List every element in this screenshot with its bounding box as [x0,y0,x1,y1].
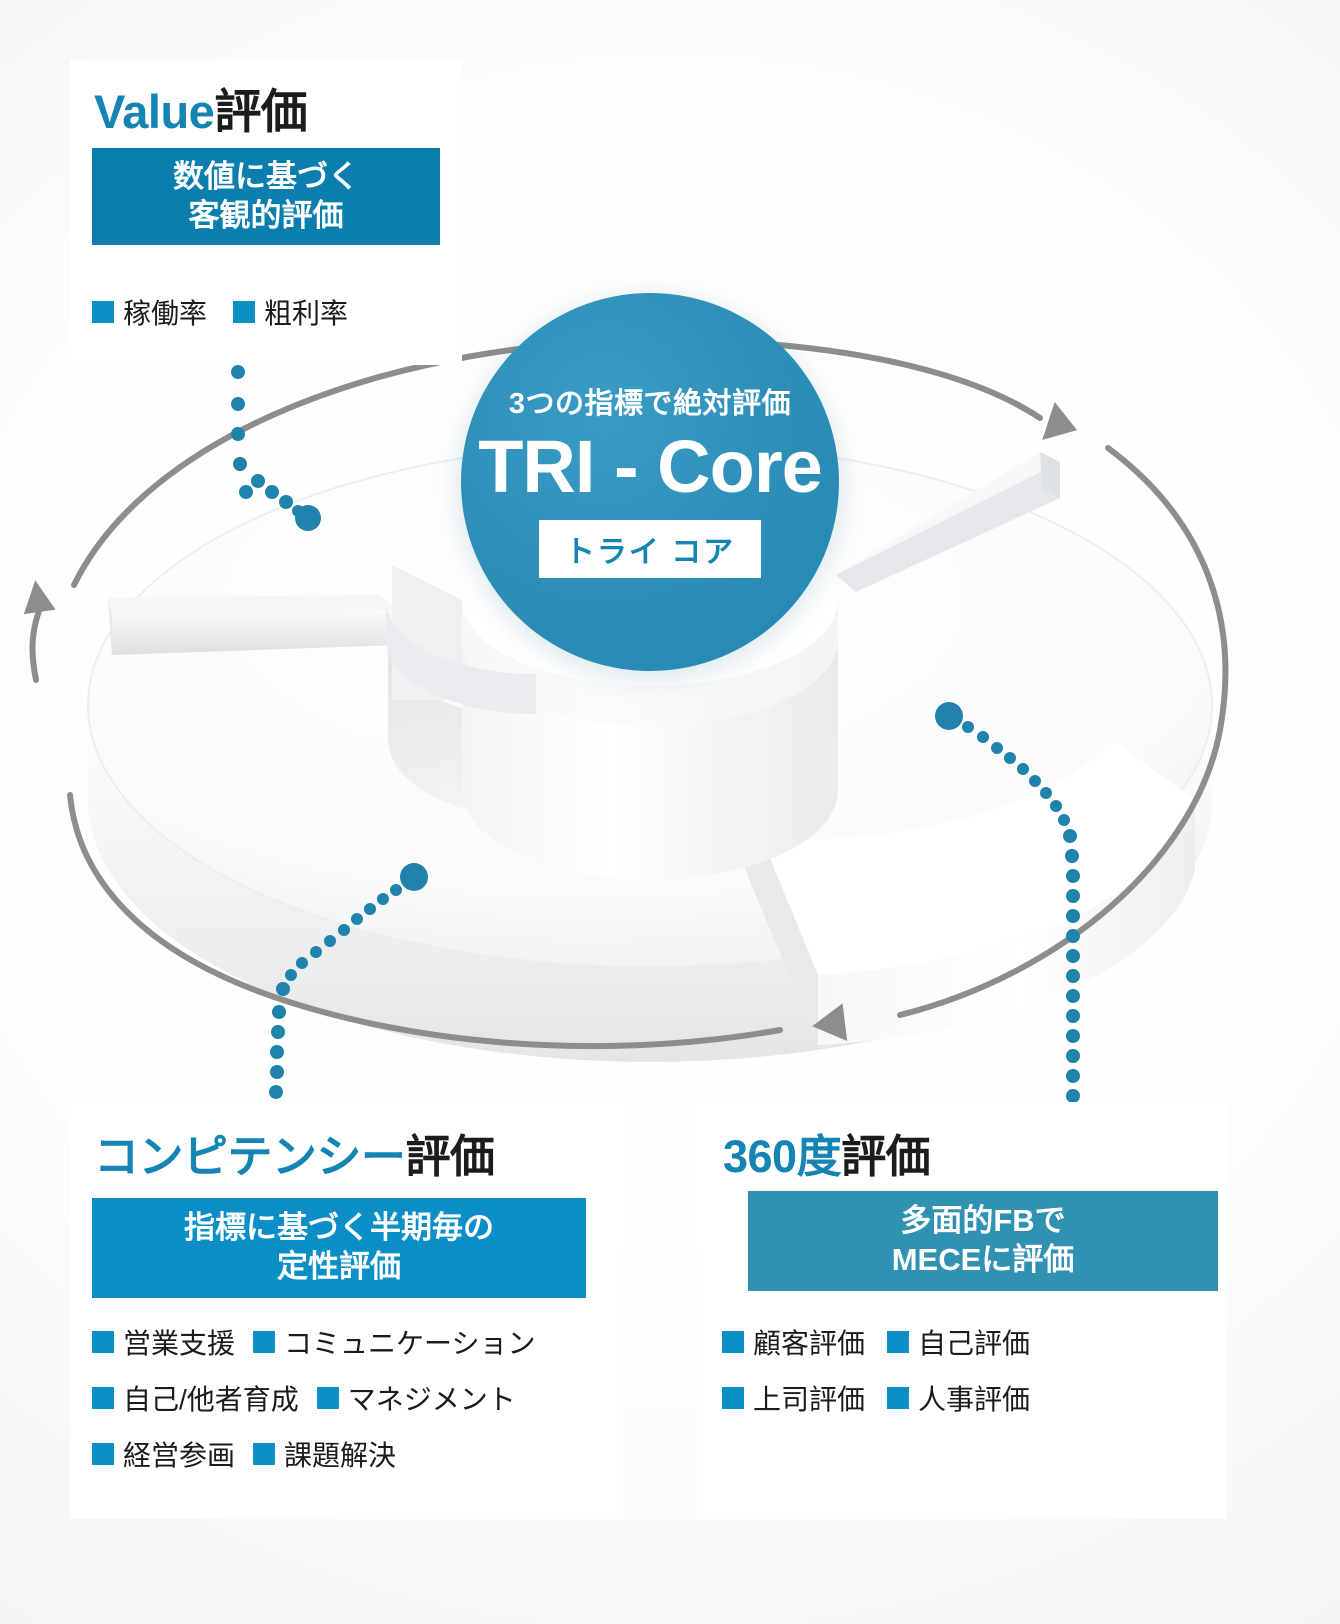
card-360-title-highlight: 360度 [723,1131,842,1182]
card-value-band: 数値に基づく 客観的評価 [92,148,440,245]
card-360-band-line1: 多面的FBで [900,1203,1066,1239]
tag-label: コミュニケーション [284,1328,536,1359]
bullet-square-icon [887,1331,910,1353]
tag-label: 上司評価 [753,1384,866,1415]
arrow-head-bottom [812,1003,848,1042]
bullet-square-icon [722,1331,744,1353]
card-competency-title: コンピテンシー評価 [94,1134,623,1179]
card-competency-band: 指標に基づく半期毎の 定性評価 [92,1198,586,1298]
bullet-square-icon [92,1331,114,1353]
tag-label: 自己/他者育成 [123,1384,299,1415]
bullet-square-icon [92,1443,114,1465]
tag-label: 経営参画 [123,1440,236,1471]
card-value-tags: 稼働率 粗利率 [92,292,348,332]
tag-label: 営業支援 [123,1328,236,1359]
tag-label: 稼働率 [123,298,208,329]
card-competency-band-line2: 定性評価 [277,1249,401,1284]
tag-item: コミュニケーション [253,1322,535,1362]
card-360-band-line2: MECEに評価 [891,1242,1075,1277]
bullet-square-icon [233,301,256,323]
bullet-square-icon [92,1387,114,1409]
tag-label: 人事評価 [918,1384,1031,1415]
tag-item: マネジメント [316,1378,516,1418]
tag-label: マネジメント [347,1384,516,1415]
card-value-title-highlight: Value [94,85,215,138]
bullet-square-icon [253,1331,276,1353]
bullet-square-icon [722,1387,744,1409]
tag-item: 粗利率 [233,292,348,332]
tag-item: 経営参画 [92,1434,235,1474]
connector-360 [935,702,1080,1103]
card-competency-band-line1: 指標に基づく半期毎の [184,1210,494,1246]
bullet-square-icon [92,301,114,323]
card-360-band: 多面的FBで MECEに評価 [748,1191,1218,1291]
tag-item: 自己評価 [887,1322,1030,1362]
tag-label: 顧客評価 [753,1328,866,1359]
card-value-title: Value評価 [94,88,462,135]
core-subtitle: 3つの指標で絶対評価 [508,387,792,420]
card-360-tags: 顧客評価 自己評価 上司評価 人事評価 [722,1322,1122,1418]
card-competency-title-rest: 評価 [405,1131,496,1182]
bullet-square-icon [316,1387,339,1409]
connector-competency [269,863,428,1099]
tri-core-badge: 3つの指標で絶対評価 TRI - Core トライ コア [461,293,839,671]
card-value-band-line1: 数値に基づく [173,158,359,194]
tag-item: 稼働率 [92,292,207,332]
card-value-title-rest: 評価 [214,85,308,138]
tag-label: 粗利率 [264,298,349,329]
card-competency-title-highlight: コンピテンシー [94,1131,406,1182]
connector-endpoint-competency [400,863,428,891]
card-360-title-rest: 評価 [841,1131,931,1182]
connector-endpoint-360 [935,702,963,730]
connector-endpoint-value [295,505,321,531]
card-competency-evaluation: コンピテンシー評価 [70,1102,623,1519]
card-competency-tags: 営業支援 コミュニケーション 自己/他者育成 マネジメント 経営参画 課題解決 [92,1322,612,1474]
bullet-square-icon [253,1443,276,1465]
core-kana-label: トライ コア [538,520,762,579]
core-title: TRI - Core [478,424,823,508]
arrow-head-top-right [1042,401,1078,440]
tag-label: 自己評価 [918,1328,1031,1359]
card-360-title: 360度評価 [723,1134,1227,1179]
tag-item: 人事評価 [887,1378,1030,1418]
card-360-evaluation: 360度評価 [697,1102,1227,1519]
tag-item: 顧客評価 [722,1322,865,1362]
tag-item: 上司評価 [722,1378,865,1418]
tag-item: 営業支援 [92,1322,235,1362]
tag-item: 自己/他者育成 [92,1378,299,1418]
tag-item: 課題解決 [253,1434,396,1474]
tag-label: 課題解決 [284,1440,397,1471]
bullet-square-icon [887,1387,910,1409]
card-value-band-line2: 客観的評価 [188,197,344,233]
arrow-head-left [23,580,56,615]
connector-value [231,365,321,531]
